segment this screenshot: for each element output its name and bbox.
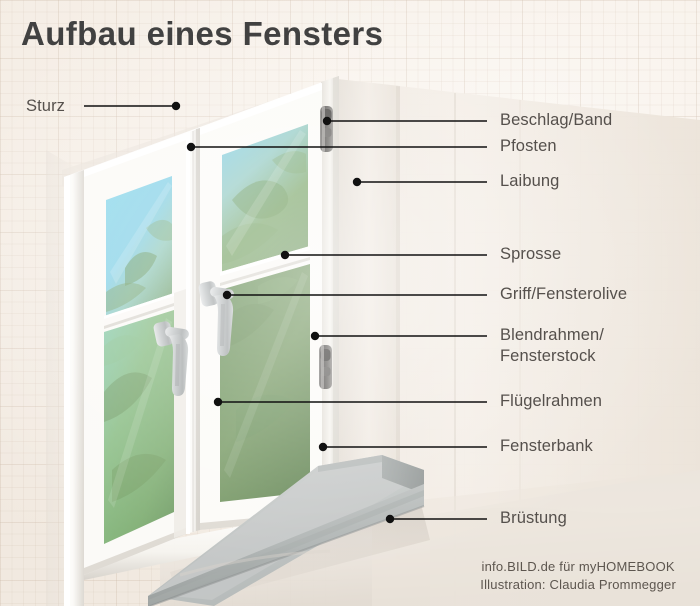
credit-block: info.BILD.de für myHOMEBOOK Illustration… — [480, 558, 676, 594]
callout-label-griff: Griff/Fensterolive — [500, 285, 628, 303]
credit-line-source: info.BILD.de für myHOMEBOOK — [481, 559, 675, 574]
leader-dot-laibung — [352, 177, 362, 187]
leader-pfosten — [186, 142, 487, 152]
callout-label-bruestung: Brüstung — [500, 509, 567, 527]
leader-sprosse — [280, 250, 487, 260]
credit-line-illustrator: Illustration: Claudia Prommegger — [480, 577, 676, 592]
leader-dot-blendrahmen — [310, 331, 320, 341]
leader-laibung — [352, 177, 487, 187]
leader-blendrahmen — [310, 331, 487, 341]
callout-label-blendrahmen: Blendrahmen/ Fensterstock — [500, 326, 604, 365]
leader-sturz — [84, 101, 181, 111]
callout-label-laibung: Laibung — [500, 172, 560, 190]
leader-dot-sprosse — [280, 250, 290, 260]
callout-label-sprosse: Sprosse — [500, 245, 562, 263]
callout-label-pfosten: Pfosten — [500, 137, 557, 155]
leader-fensterbank — [318, 442, 487, 452]
leader-dot-bruestung — [385, 514, 395, 524]
leader-dot-sturz — [171, 101, 181, 111]
callout-label-fluegelrahmen: Flügelrahmen — [500, 392, 603, 410]
page-title: Aufbau eines Fensters — [21, 15, 384, 52]
leader-dot-griff — [222, 290, 232, 300]
leader-fluegelrahmen — [213, 397, 487, 407]
leader-dot-beschlag — [322, 116, 332, 126]
callout-label-sturz: Sturz — [26, 97, 66, 115]
callout-label-beschlag: Beschlag/Band — [500, 111, 613, 129]
leader-dot-pfosten — [186, 142, 196, 152]
leader-dot-fluegelrahmen — [213, 397, 223, 407]
leader-griff — [222, 290, 487, 300]
leader-dot-fensterbank — [318, 442, 328, 452]
leader-bruestung — [385, 514, 487, 524]
leader-beschlag — [322, 116, 487, 126]
callout-label-fensterbank: Fensterbank — [500, 437, 593, 455]
